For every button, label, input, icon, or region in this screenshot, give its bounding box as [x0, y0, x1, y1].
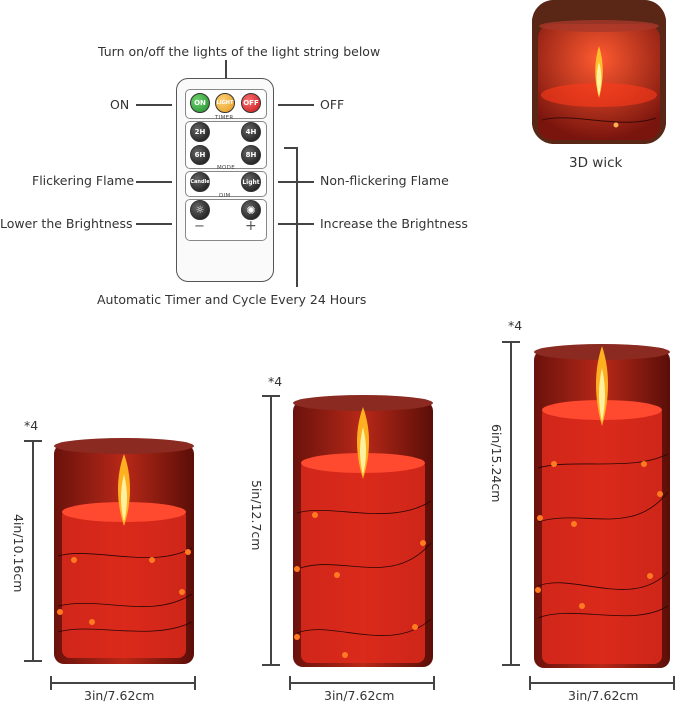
pointer-lower [136, 223, 172, 225]
pointer-nonflicker [278, 181, 314, 183]
timer-8h-button[interactable]: 8H [241, 145, 261, 165]
label-flickering: Flickering Flame [32, 173, 135, 188]
wick-thumbnail-image [532, 0, 666, 144]
mode-title: MODE [217, 165, 235, 171]
label-increase-brightness: Increase the Brightness [320, 216, 468, 231]
timer-2h-button[interactable]: 2H [190, 122, 210, 142]
timer-4h-button[interactable]: 4H [241, 122, 261, 142]
candle3-width-label: 3in/7.62cm [568, 688, 639, 703]
label-nonflickering: Non-flickering Flame [320, 173, 449, 188]
plus-sign: + [245, 218, 257, 234]
candle2-width-label: 3in/7.62cm [324, 688, 395, 703]
pointer-off [278, 104, 314, 106]
remote-control: ON LIGHT OFF TIMER 2H 4H 6H 8H MODE Cand… [176, 78, 274, 282]
candle2-height-label: 5in/12.7cm [249, 480, 264, 551]
candle3-height-label: 6in/15.24cm [489, 424, 504, 503]
candle1-width-line [50, 682, 196, 684]
candle2-height-line [270, 395, 272, 665]
candle1-height-label: 4in/10.16cm [11, 514, 26, 593]
wick-thumbnail [532, 0, 666, 144]
timer-6h-button[interactable]: 6H [190, 145, 210, 165]
candle1-height-line [32, 440, 34, 661]
minus-sign: − [194, 219, 205, 234]
candle-4in [54, 438, 194, 664]
pointer-flickering [136, 181, 172, 183]
light-button[interactable]: LIGHT [215, 93, 235, 113]
label-off: OFF [320, 97, 345, 112]
remote-top-caption: Turn on/off the lights of the light stri… [98, 44, 381, 59]
candle-mode-button[interactable]: Candle [190, 172, 210, 192]
candle1-width-label: 3in/7.62cm [84, 688, 155, 703]
dim-title: DIM [219, 193, 231, 199]
candle1-count: *4 [24, 418, 39, 433]
pointer-timer-tick [284, 147, 297, 149]
wick-caption: 3D wick [569, 155, 623, 171]
candle3-count: *4 [508, 318, 523, 333]
pointer-on [136, 104, 172, 106]
candle-5in [293, 395, 433, 667]
candle3-height-line [510, 341, 512, 665]
candle-6in [534, 344, 670, 668]
off-button[interactable]: OFF [241, 93, 261, 113]
timer-title: TIMER [215, 115, 234, 121]
label-lower-brightness: Lower the Brightness [0, 216, 133, 231]
dim-up-icon[interactable]: ✺ [241, 200, 261, 220]
pointer-timer [296, 147, 298, 287]
pointer-line-top [225, 60, 227, 78]
pointer-increase [278, 223, 314, 225]
dim-down-icon[interactable]: ☼ [190, 200, 210, 220]
label-on: ON [110, 97, 130, 112]
candle2-width-line [289, 682, 435, 684]
on-button[interactable]: ON [190, 93, 210, 113]
candle3-width-line [529, 682, 675, 684]
candle2-count: *4 [268, 374, 283, 389]
light-mode-button[interactable]: Light [241, 172, 261, 192]
remote-bottom-caption: Automatic Timer and Cycle Every 24 Hours [97, 292, 367, 307]
